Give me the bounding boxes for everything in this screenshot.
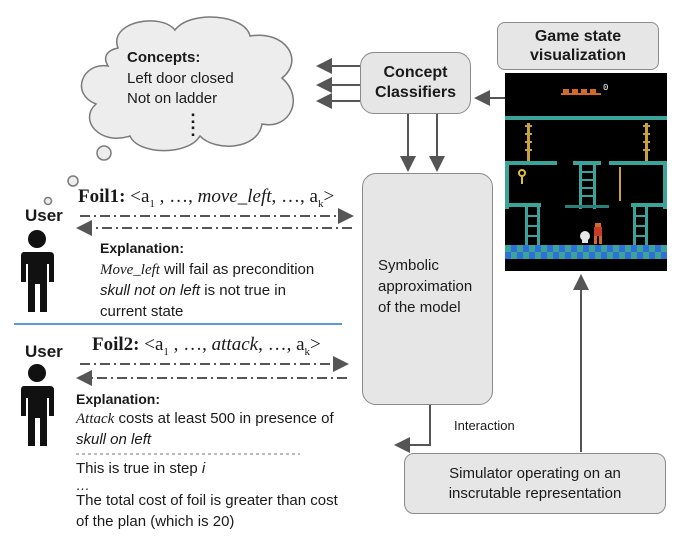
- floor-tile: [601, 245, 607, 252]
- concept-more-dots: :: [190, 107, 196, 127]
- symbolic-label: of the model: [378, 299, 461, 316]
- thought-bubble-small: [43, 196, 53, 206]
- classifier-label: Classifiers: [375, 84, 456, 101]
- lives-indicator: [563, 89, 596, 93]
- concept-item: Not on ladder: [127, 90, 218, 107]
- thought-cloud: [80, 16, 294, 152]
- foil-seq-sub: 1: [149, 197, 155, 210]
- foil-seq-part: , …,: [168, 334, 212, 355]
- floor-tile: [655, 252, 661, 259]
- explanation-line: current state: [100, 303, 184, 320]
- simulator-label: inscrutable representation: [448, 484, 622, 502]
- floor-tile: [583, 252, 589, 259]
- explanation-text: will fail as precondition: [159, 261, 315, 278]
- floor-tile: [625, 245, 631, 252]
- thought-bubble-large: [96, 145, 112, 161]
- explanation-line: This is true in step i: [76, 460, 205, 478]
- foil-seq-part: >: [310, 334, 321, 355]
- floor-tile: [547, 252, 553, 259]
- floor-tile: [553, 245, 559, 252]
- explanation-line: Attack costs at least 500 in presence of: [76, 410, 334, 428]
- concept-more-dots: :: [190, 120, 196, 140]
- game-state-label: visualization: [529, 47, 627, 64]
- foil-seq-sub: k: [304, 345, 311, 358]
- simulator-label: Simulator operating on an: [449, 464, 621, 482]
- explanation-line: The total cost of foil is greater than c…: [76, 492, 338, 509]
- floor-tile: [559, 252, 565, 259]
- floor-tile: [541, 245, 547, 252]
- floor-tile: [595, 252, 601, 259]
- user-icon: [21, 230, 54, 312]
- explanation-text: is not true in: [200, 282, 286, 299]
- foil-seq-part: <a: [130, 186, 150, 207]
- foil-seq-part: , …, a: [271, 186, 318, 207]
- floor-tile: [619, 252, 625, 259]
- floor-tile: [661, 245, 667, 252]
- user-label: User: [25, 342, 63, 361]
- foil-seq-part: >: [323, 186, 335, 207]
- floor-tile: [631, 252, 637, 259]
- floor-tile: [577, 245, 583, 252]
- concept-classifiers-box: Concept Classifiers: [360, 52, 471, 114]
- explanation-condition: skull not on left: [100, 282, 201, 299]
- foil-seq-sub: k: [317, 197, 324, 210]
- score-text: 0: [603, 83, 608, 93]
- symbolic-label: Symbolic: [378, 257, 439, 274]
- foil2-sequence: Foil2: <a1 , …, attack, …, ak>: [92, 334, 321, 363]
- user-label: User: [25, 206, 63, 225]
- explanation-condition: skull on left: [76, 431, 152, 448]
- floor-tile: [535, 252, 541, 259]
- explanation-action: Move_left: [100, 262, 160, 278]
- foil1-sequence: Foil1: <a1 , …, move_left, …, ak>: [78, 186, 334, 215]
- foil2-label: Foil2:: [92, 334, 140, 355]
- user-icon: [21, 364, 54, 446]
- foil2-action: attack: [211, 334, 259, 355]
- floor-tile: [565, 245, 571, 252]
- explanation-action: Attack: [76, 411, 115, 427]
- floor-tile: [589, 245, 595, 252]
- explanation-line: Move_left will fail as precondition: [100, 261, 314, 279]
- thought-bubble-medium: [67, 175, 79, 187]
- game-state-box: Game state visualization: [497, 22, 659, 70]
- classifier-label: Concept: [383, 64, 448, 81]
- explanation-line: of the plan (which is 20): [76, 513, 235, 530]
- symbolic-approximation-box: Symbolic approximation of the model: [362, 173, 493, 405]
- foil-seq-part: , …,: [154, 186, 198, 207]
- floor-tile: [613, 245, 619, 252]
- game-state-label: Game state: [534, 28, 622, 45]
- floor-tile: [571, 252, 577, 259]
- explanation-ellipsis: …: [76, 477, 90, 493]
- floor-tile: [607, 252, 613, 259]
- explanation-line: skull not on left is not true in: [100, 282, 286, 300]
- floor-tile: [511, 252, 517, 259]
- symbolic-label: approximation: [378, 278, 473, 295]
- foil1-label: Foil1:: [78, 186, 126, 207]
- explanation-step-var: i: [201, 460, 206, 477]
- arrow-symbolic-to-simulator: [394, 404, 431, 453]
- foil-seq-sub: 1: [163, 345, 169, 358]
- skull-sprite: [580, 231, 590, 241]
- interaction-label: Interaction: [454, 418, 515, 433]
- game-screenshot: 0: [505, 73, 667, 271]
- floor-tile: [649, 245, 655, 252]
- floor-tile: [523, 252, 529, 259]
- floor-tile: [529, 245, 535, 252]
- concept-item: Left door closed: [127, 70, 234, 87]
- floor-tile: [517, 245, 523, 252]
- explanation-text: costs at least 500 in presence of: [114, 410, 334, 427]
- foil-seq-part: <a: [144, 334, 164, 355]
- explanation-text: This is true in step: [76, 460, 202, 477]
- floor-tile: [637, 245, 643, 252]
- cloud-heading: Concepts:: [127, 49, 201, 66]
- foil-seq-part: , …, a: [258, 334, 305, 355]
- explanation-heading: Explanation:: [100, 240, 185, 256]
- floor-tile: [505, 245, 511, 252]
- explanation-heading: Explanation:: [76, 391, 161, 407]
- foil1-action: move_left: [197, 186, 272, 207]
- floor-tile: [643, 252, 649, 259]
- player-sprite: [594, 223, 602, 244]
- simulator-box: Simulator operating on an inscrutable re…: [404, 453, 666, 514]
